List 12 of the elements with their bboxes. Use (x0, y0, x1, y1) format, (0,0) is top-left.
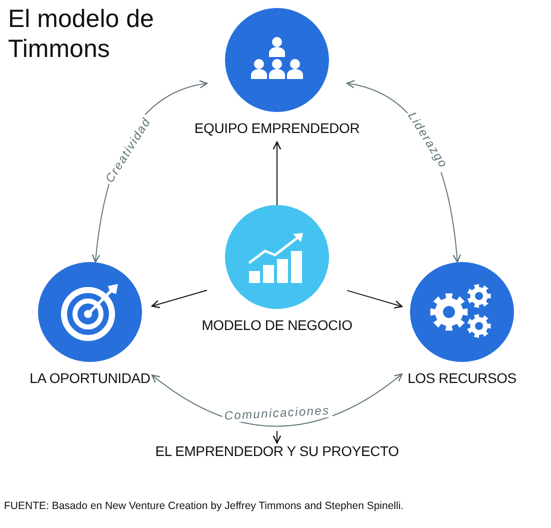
node-label: EL EMPRENDEDOR Y SU PROYECTO (155, 443, 399, 459)
node-label: LA OPORTUNIDAD (30, 370, 150, 386)
node-label: MODELO DE NEGOCIO (202, 317, 352, 333)
node-label: EQUIPO EMPRENDEDOR (194, 120, 360, 136)
caption: FUENTE: Basado en New Venture Creation by Jeffrey Timmons and Stephen Spinelli. (4, 500, 404, 512)
arrow (272, 430, 282, 444)
arrow (151, 290, 208, 308)
arrow (346, 290, 403, 308)
title: El modelo de Timmons (8, 4, 155, 64)
arrow (272, 141, 282, 206)
curved-arrow (151, 373, 403, 427)
node-label: LOS RECURSOS (408, 370, 516, 386)
